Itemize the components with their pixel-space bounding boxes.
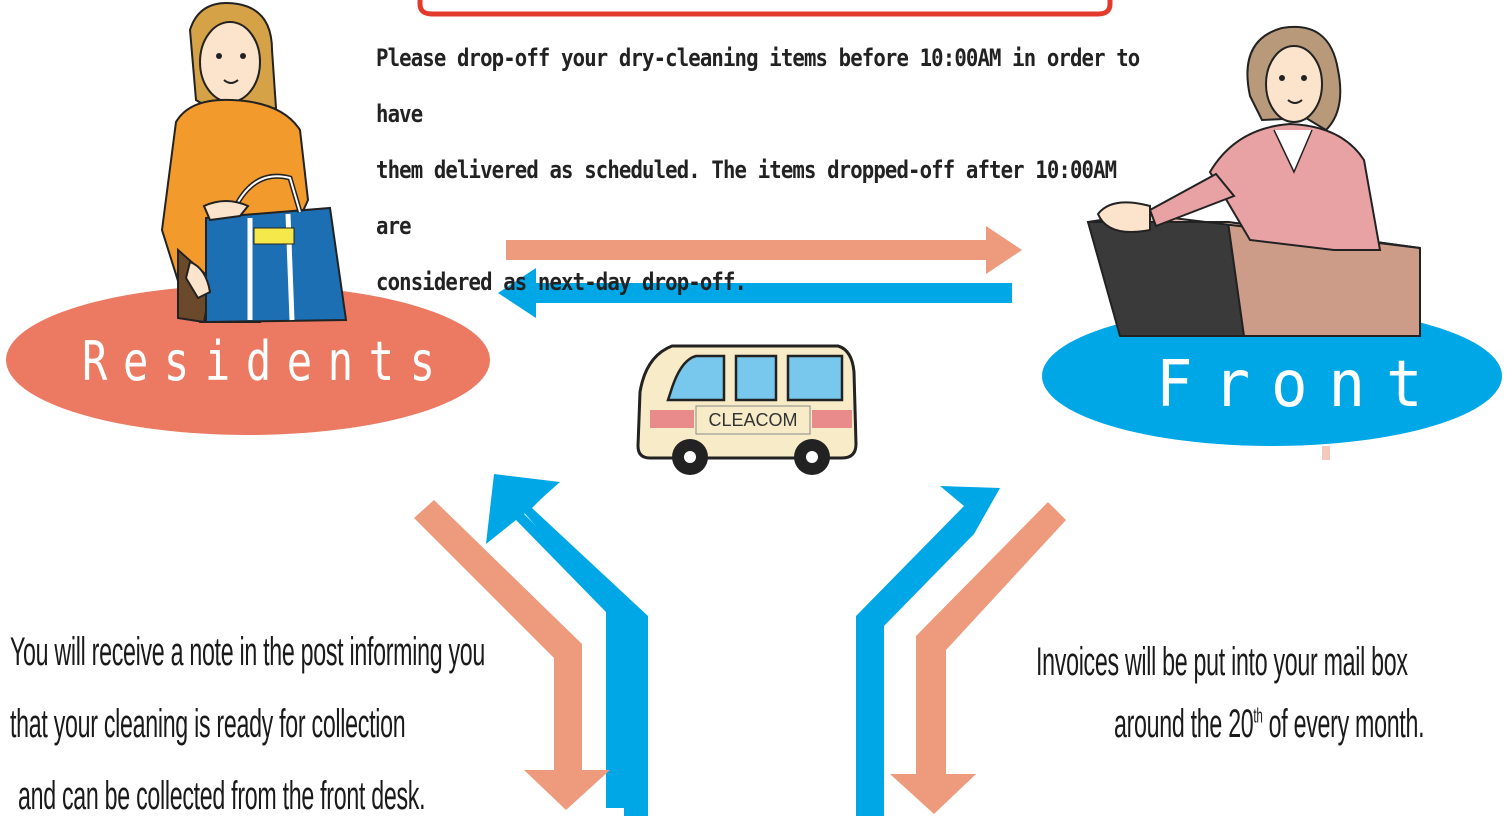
notice-frame	[420, 0, 1110, 14]
front-label: Front	[1156, 348, 1444, 422]
collection-note-line-2: that your cleaning is ready for collecti…	[10, 702, 405, 747]
collection-note-line-1: You will receive a note in the post info…	[10, 630, 485, 675]
invoice-date-prefix: around the 20	[1114, 702, 1253, 746]
invoice-date-suffix: of every month.	[1269, 702, 1425, 746]
van-label: CLEACOM	[696, 410, 810, 431]
notice-text: Please drop-off your dry-cleaning items …	[376, 30, 1150, 310]
residents-label: Residents	[82, 330, 451, 393]
decorative-tick	[1322, 446, 1330, 460]
notice-line-3: considered as next-day drop-off.	[376, 254, 1150, 310]
invoice-note-line-2: around the 20th of every month.	[1114, 702, 1424, 747]
collection-note-line-3: and can be collected from the front desk…	[18, 774, 425, 819]
notice-line-2: them delivered as scheduled. The items d…	[376, 142, 1150, 254]
invoice-note-line-1: Invoices will be put into your mail box	[1036, 640, 1408, 685]
ordinal-suffix: th	[1253, 706, 1262, 728]
resident-illustration	[162, 3, 346, 322]
notice-line-1: Please drop-off your dry-cleaning items …	[376, 30, 1150, 142]
